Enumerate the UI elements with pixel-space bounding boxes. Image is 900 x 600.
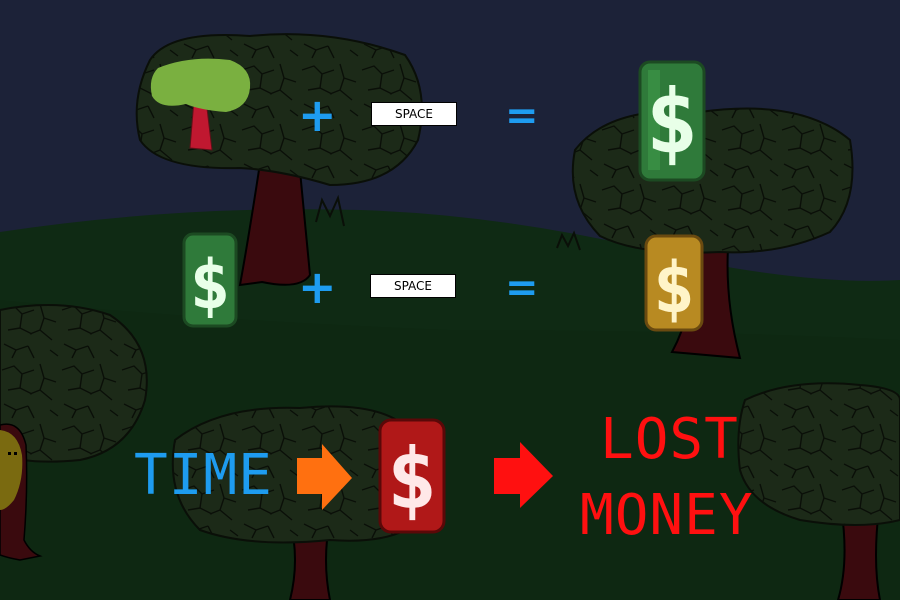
tree-icon xyxy=(150,58,251,151)
equals-operator-row2: = xyxy=(505,265,539,311)
time-label: TIME xyxy=(134,443,273,508)
money-label: MONEY xyxy=(580,483,754,548)
tree-left-middle xyxy=(0,304,148,463)
tree-bottom-right xyxy=(737,382,900,600)
green-dollar-coin-icon-row2-left: $ xyxy=(182,232,238,328)
space-key-row2: SPACE xyxy=(370,274,456,298)
plus-operator-row1: + xyxy=(298,88,337,142)
svg-text:$: $ xyxy=(653,247,695,329)
space-key-row1: SPACE xyxy=(371,102,457,126)
lost-label: LOST xyxy=(600,407,739,472)
red-arrow-icon xyxy=(494,442,553,508)
gold-dollar-coin-icon: $ xyxy=(644,234,704,332)
plus-operator-row2: + xyxy=(298,260,337,314)
equals-operator-row1: = xyxy=(505,93,539,139)
svg-text:$: $ xyxy=(190,246,231,325)
svg-text:$: $ xyxy=(646,70,699,173)
red-dollar-coin-icon: $ xyxy=(378,418,446,534)
character-left-edge xyxy=(0,423,43,561)
green-dollar-coin-icon-row1-result: $ xyxy=(638,60,706,182)
orange-arrow-icon xyxy=(297,444,352,510)
svg-text:$: $ xyxy=(387,430,438,528)
